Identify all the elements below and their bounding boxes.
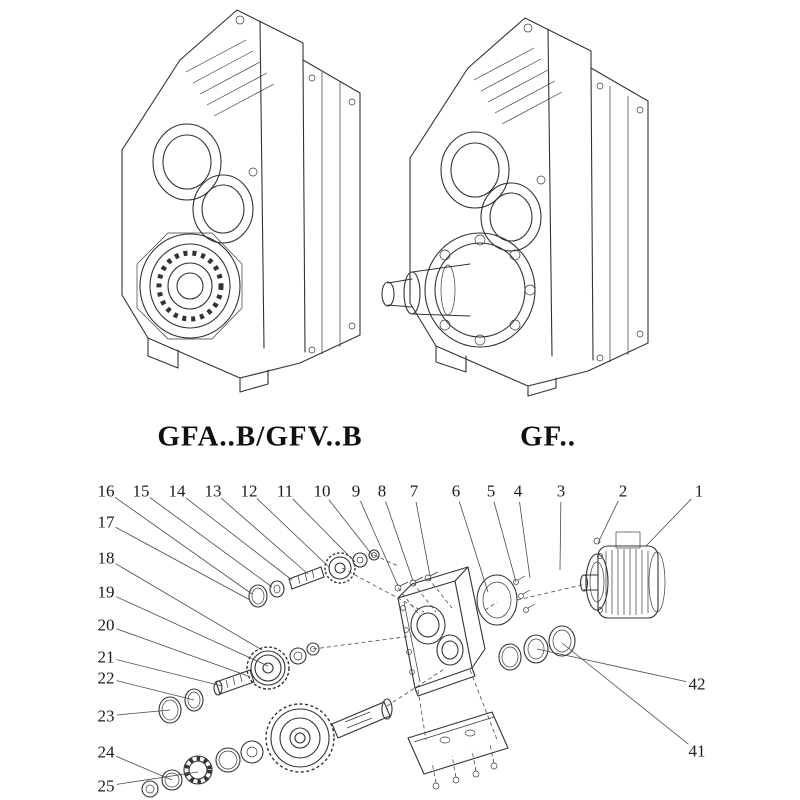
leader-line-1 [645,498,692,547]
leader-line-16 [114,497,253,595]
leader-line-14 [185,497,293,581]
callout-17: 17 [97,512,115,532]
callout-9: 9 [351,481,361,501]
callout-3: 3 [556,481,566,501]
leader-line-20 [116,628,249,677]
output-shaft-part [331,701,391,739]
pinion-shaft [288,566,325,590]
leader-lines [114,497,692,785]
callout-25: 25 [97,776,115,796]
gear-intermediate [246,646,290,690]
leader-line-21 [116,659,223,687]
callout-6: 6 [451,481,461,501]
leader-line-6 [458,501,489,593]
leader-line-24 [115,755,173,781]
gearbox-right-drawing [381,17,649,397]
callout-10: 10 [313,481,331,501]
input-shaft-parts [248,549,439,608]
eye-bolt-hole [235,15,245,25]
callout-18: 18 [97,548,115,568]
exploded-view-drawing [141,531,666,798]
leader-line-18 [115,563,263,651]
bearing [183,755,213,785]
flange-boss [136,232,243,340]
terminal-box [615,531,641,549]
gear-small [324,552,356,584]
leader-line-25 [116,771,199,785]
leader-line-22 [116,680,195,701]
output-gear-parts [141,698,393,798]
base-plate-parts [407,711,509,790]
callout-7: 7 [409,481,419,501]
leader-line-41 [561,642,689,745]
callout-2: 2 [618,481,628,501]
motor-flange [585,553,609,611]
callout-24: 24 [97,742,115,762]
hollow-shaft-bore [176,272,204,300]
leader-line-12 [256,498,331,569]
bearing-ball-ring [156,250,224,322]
callout-5: 5 [486,481,496,501]
leader-line-5 [493,501,517,583]
leader-line-13 [221,497,309,575]
callout-14: 14 [168,481,186,501]
leader-line-19 [115,596,269,667]
leader-line-8 [385,501,414,582]
callout-20: 20 [97,615,115,635]
callout-11: 11 [276,481,294,501]
leader-line-3 [559,501,562,571]
eye-bolt-hole [523,23,533,33]
callout-19: 19 [97,582,115,602]
model-label-right: GF.. [519,420,577,453]
leader-line-7 [415,501,431,577]
callout-16: 16 [97,481,115,501]
callout-23: 23 [97,706,115,726]
motor-shaft [579,574,589,592]
gear-output [265,703,335,773]
leader-line-2 [597,500,619,544]
leader-line-4 [519,501,531,579]
leader-line-15 [149,497,273,588]
intermediate-gear-parts [158,642,320,724]
intermediate-shaft [215,669,255,695]
callout-41: 41 [688,741,706,761]
leader-line-9 [360,500,399,587]
callout-1: 1 [694,481,704,501]
output-shaft-end [403,271,421,315]
model-label-left: GFA..B/GFV..B [157,420,363,453]
callout-13: 13 [204,481,222,501]
leader-line-42 [536,648,687,683]
leader-line-11 [292,498,356,563]
base-plate [407,711,509,775]
callout-4: 4 [513,481,523,501]
motor-side-parts [476,531,666,671]
callout-42: 42 [688,674,706,694]
callout-22: 22 [97,668,115,688]
leader-line-23 [116,709,171,716]
motor-body [597,545,659,619]
callout-15: 15 [132,481,150,501]
leader-line-17 [115,526,251,601]
leader-line-10 [328,499,374,557]
gearbox-left-drawing [121,9,361,393]
housing [397,566,486,697]
callout-8: 8 [377,481,387,501]
callout-21: 21 [97,647,115,667]
callout-12: 12 [240,481,258,501]
